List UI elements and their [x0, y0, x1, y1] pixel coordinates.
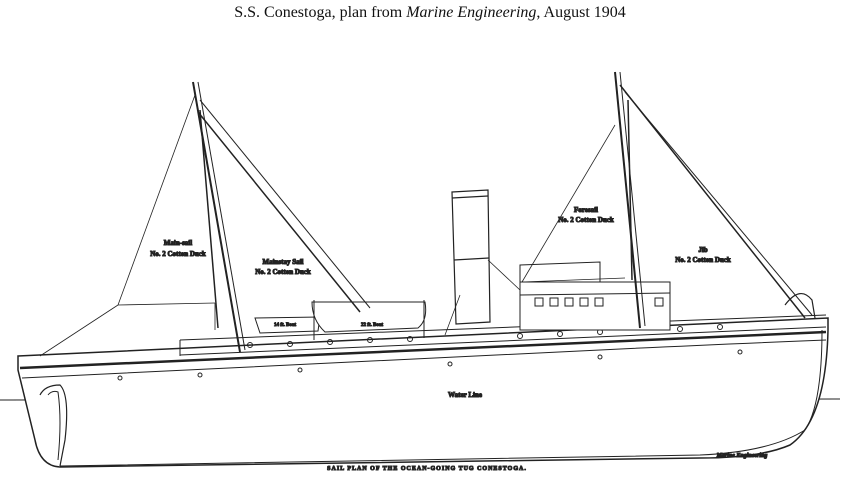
plate-title: SAIL PLAN OF THE OCEAN-GOING TUG CONESTO… — [327, 466, 527, 472]
mainsail-label-2: No. 2 Cotton Duck — [150, 250, 206, 258]
caption-suffix: , August 1904 — [536, 4, 626, 21]
deck-rail — [179, 314, 827, 356]
mainsail-label-1: Main-sail — [164, 239, 192, 247]
mainstay-sail-label-2: No. 2 Cotton Duck — [255, 268, 311, 276]
foresail-label-1: Foresail — [574, 206, 598, 214]
caption-source: Marine Engineering — [406, 4, 537, 21]
jib-label-2: No. 2 Cotton Duck — [675, 256, 731, 264]
hull — [17, 317, 829, 468]
lifeboats — [254, 300, 427, 340]
credit-label: Marine Engineering — [716, 453, 768, 459]
fore-mast — [614, 71, 646, 329]
rigging — [39, 84, 816, 357]
main-mast — [192, 81, 246, 353]
funnel — [451, 189, 491, 325]
foresail-label-2: No. 2 Cotton Duck — [558, 216, 614, 224]
caption-prefix: S.S. Conestoga, plan from — [234, 4, 407, 21]
water-line-label: Water Line — [448, 391, 482, 399]
small-boat-label: 14 ft. Boat — [274, 323, 296, 328]
figure-caption: S.S. Conestoga, plan from Marine Enginee… — [0, 4, 860, 22]
large-boat-label: 22 ft. Boat — [361, 323, 383, 328]
portholes — [117, 324, 743, 381]
mainstay-sail-label-1: Mainstay Sail — [262, 258, 303, 266]
deckhouse — [519, 261, 671, 331]
jib-label-1: Jib — [698, 246, 707, 254]
